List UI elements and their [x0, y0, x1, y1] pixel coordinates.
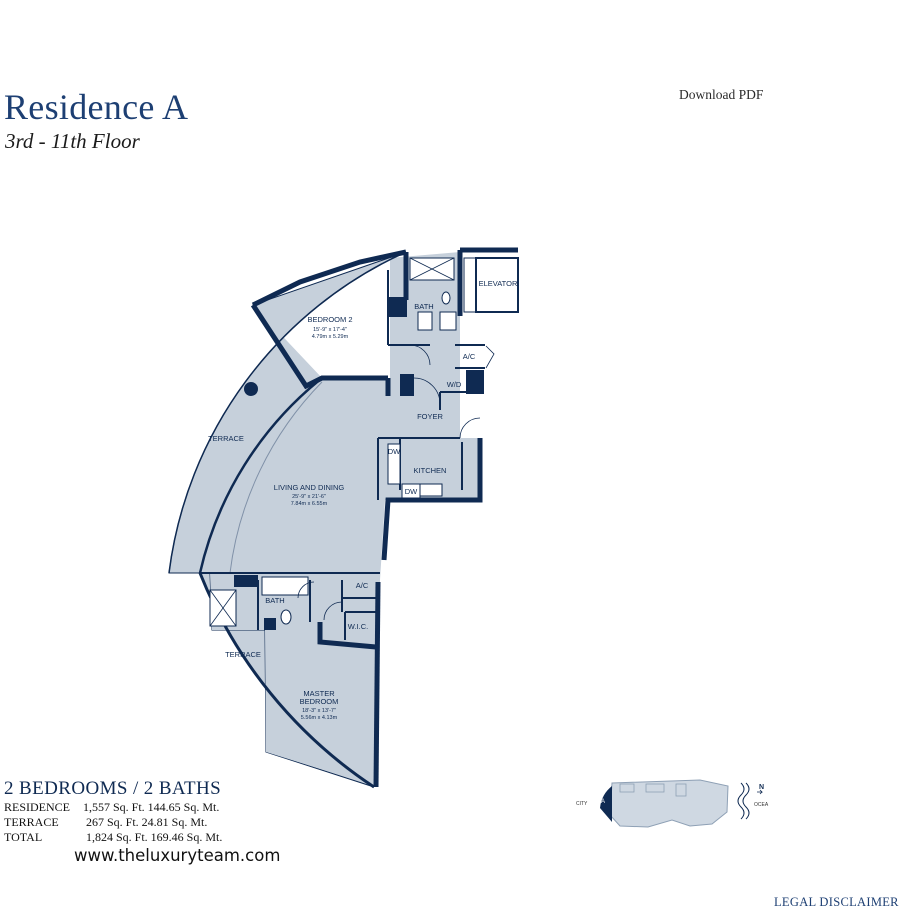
floor-range: 3rd - 11th Floor	[5, 129, 140, 153]
key-plan-ocean-label: OCEA	[754, 802, 769, 808]
elevator-label: ELEVATOR	[479, 279, 518, 288]
north-arrow-icon	[757, 789, 763, 795]
living-dims-ft: 25'-9" x 21'-6"	[292, 494, 326, 500]
terrace-top-label: TERRACE	[208, 434, 244, 443]
terrace-bottom-label: TERRACE	[225, 650, 261, 659]
bedroom2-dims-ft: 15'-9" x 17'-4"	[313, 327, 347, 333]
foyer-label: FOYER	[417, 412, 443, 421]
master-label-2: BEDROOM	[300, 697, 339, 706]
area-label: TERRACE	[4, 815, 59, 829]
bedroom-count-heading: 2 BEDROOMS / 2 BATHS	[4, 778, 222, 799]
master-label-1: MASTER	[303, 689, 335, 698]
dw-bottom-label: DW	[405, 487, 418, 496]
living-dining-label: LIVING AND DINING	[274, 483, 345, 492]
area-value: 267 Sq. Ft. 24.81 Sq. Mt.	[86, 815, 208, 829]
key-plan-city-label: CITY	[576, 801, 588, 807]
area-label: RESIDENCE	[4, 800, 70, 814]
website-url: www.theluxuryteam.com	[74, 846, 281, 865]
master-dims-ft: 18'-3" x 13'-7"	[302, 708, 336, 714]
kitchen-label: KITCHEN	[414, 466, 447, 475]
wic-label: W.I.C.	[348, 622, 368, 631]
area-value: 1,557 Sq. Ft. 144.65 Sq. Mt.	[83, 800, 220, 814]
wave-icon	[737, 782, 745, 820]
bath-top-label: BATH	[414, 302, 433, 311]
master-dims-m: 5.56m x 4.13m	[301, 715, 338, 721]
page-title: Residence A	[4, 87, 189, 127]
download-pdf-link[interactable]: Download PDF	[679, 87, 764, 102]
area-value: 1,824 Sq. Ft. 169.46 Sq. Mt.	[86, 830, 223, 844]
ac-bottom-label: A/C	[356, 581, 369, 590]
legal-disclaimer-link[interactable]: LEGAL DISCLAIMER	[774, 895, 899, 909]
wd-label: W/D	[447, 380, 462, 389]
living-dims-m: 7.84m x 6.55m	[291, 501, 328, 507]
key-plan-unit-label: A	[601, 799, 605, 805]
dw-top-label: DW	[388, 447, 401, 456]
area-label: TOTAL	[4, 830, 43, 844]
ac-top-label: A/C	[463, 352, 476, 361]
bath-bottom-label: BATH	[265, 596, 284, 605]
key-plan: CITY A N OCEA	[576, 779, 769, 828]
bedroom2-dims-m: 4.79m x 5.29m	[312, 334, 349, 340]
north-label: N	[759, 784, 764, 791]
bedroom2-label: BEDROOM 2	[307, 315, 352, 324]
